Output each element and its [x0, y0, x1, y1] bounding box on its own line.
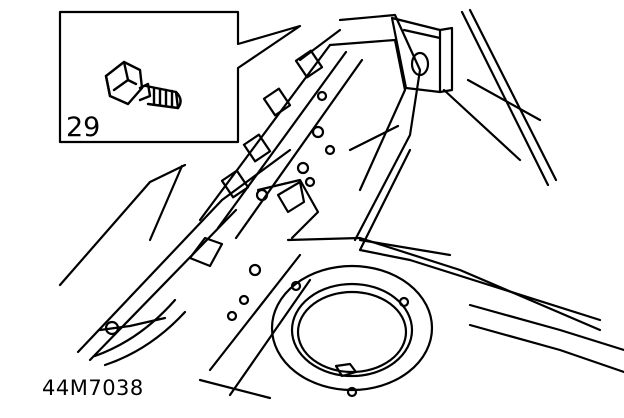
callout-number: 29: [66, 112, 101, 143]
seat-rail: [188, 43, 364, 268]
access-hole-cover: [270, 264, 434, 398]
callout-box: [58, 10, 302, 144]
figure-code: 44M7038: [42, 376, 144, 400]
inner-sill-panel: [58, 148, 292, 367]
bolt-icon: [104, 60, 182, 110]
tunnel-edge: [442, 8, 558, 187]
floor-crossmember: [255, 13, 422, 242]
floor-pan: [198, 148, 624, 400]
